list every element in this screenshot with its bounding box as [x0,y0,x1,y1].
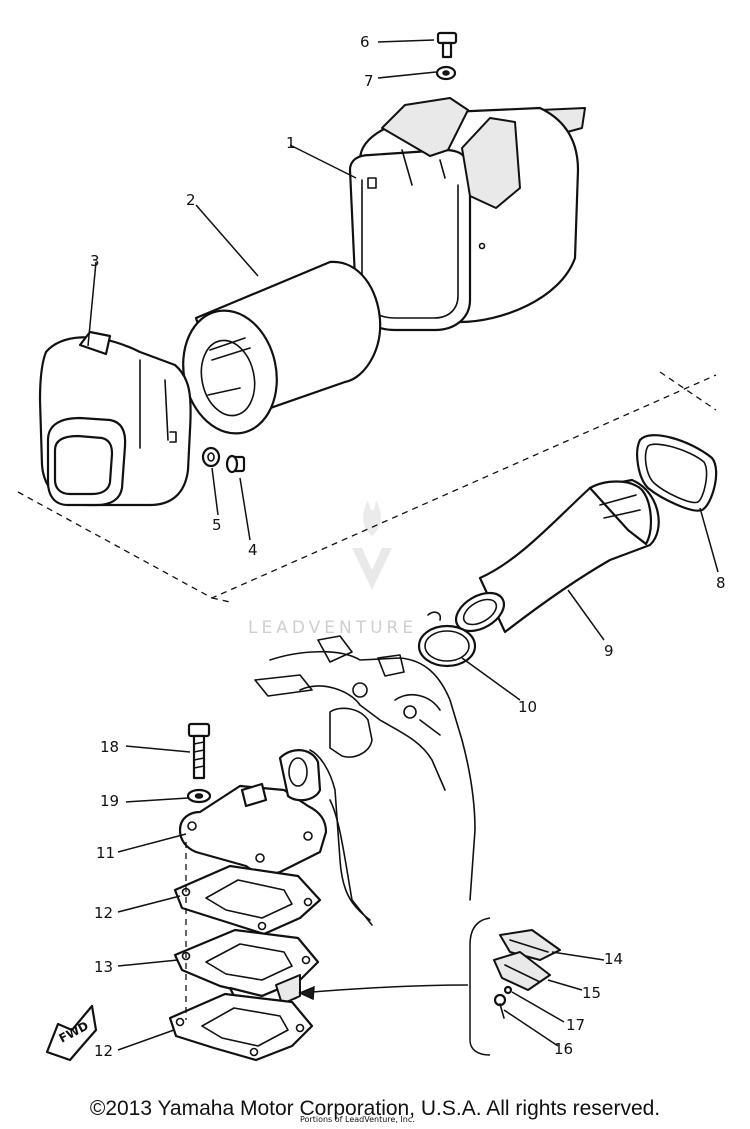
screw-4 [225,454,246,474]
callout-5: 5 [212,516,222,534]
air-box-case [348,97,586,332]
group-outline [17,371,717,603]
gasket-12-upper [173,864,322,936]
washer-19 [186,788,212,804]
callout-16: 16 [554,1040,573,1058]
washer-5 [201,446,221,468]
bolt-18 [187,722,211,780]
manifold-11 [178,749,328,876]
callout-12-upper: 12 [94,904,113,922]
callout-6: 6 [360,33,370,51]
callout-17: 17 [566,1016,585,1034]
callout-3: 3 [90,252,100,270]
callout-10: 10 [518,698,537,716]
reed-valve-13 [173,928,320,1008]
washer-17 [503,985,513,995]
gasket-12-lower [168,992,314,1062]
clamp-10 [417,611,477,668]
watermark-text: LEADVENTURE [248,618,417,638]
reed-stopper-15 [493,951,551,991]
callout-12-lower: 12 [94,1042,113,1060]
forward-direction-arrow: FWD [45,1004,98,1062]
leader-lines [87,39,719,1051]
bolt-6 [436,31,458,59]
overlay-small-text: Portions of LeadVenture, Inc. [300,1115,415,1124]
air-cleaner-cover [38,330,192,507]
washer-7 [435,65,457,81]
callout-1: 1 [286,134,296,152]
callout-9: 9 [604,642,614,660]
detail-arrowhead [298,985,315,1001]
air-filter-element [182,260,382,435]
callout-13: 13 [94,958,113,976]
callout-8: 8 [716,574,726,592]
joint-9 [455,478,660,634]
detail-arrow [299,984,469,994]
copyright-notice: ©2013 Yamaha Motor Corporation, U.S.A. A… [89,1097,661,1120]
callout-14: 14 [604,950,623,968]
watermark-logo [352,500,392,590]
callout-18: 18 [100,738,119,756]
detail-bracket [469,917,491,1056]
callout-7: 7 [364,72,374,90]
gasket-8 [636,434,718,512]
callout-15: 15 [582,984,601,1002]
screw-16 [493,993,507,1019]
callout-2: 2 [186,191,196,209]
callout-11: 11 [96,844,115,862]
carburetor-assembly [254,635,476,926]
callout-4: 4 [248,541,258,559]
callout-19: 19 [100,792,119,810]
